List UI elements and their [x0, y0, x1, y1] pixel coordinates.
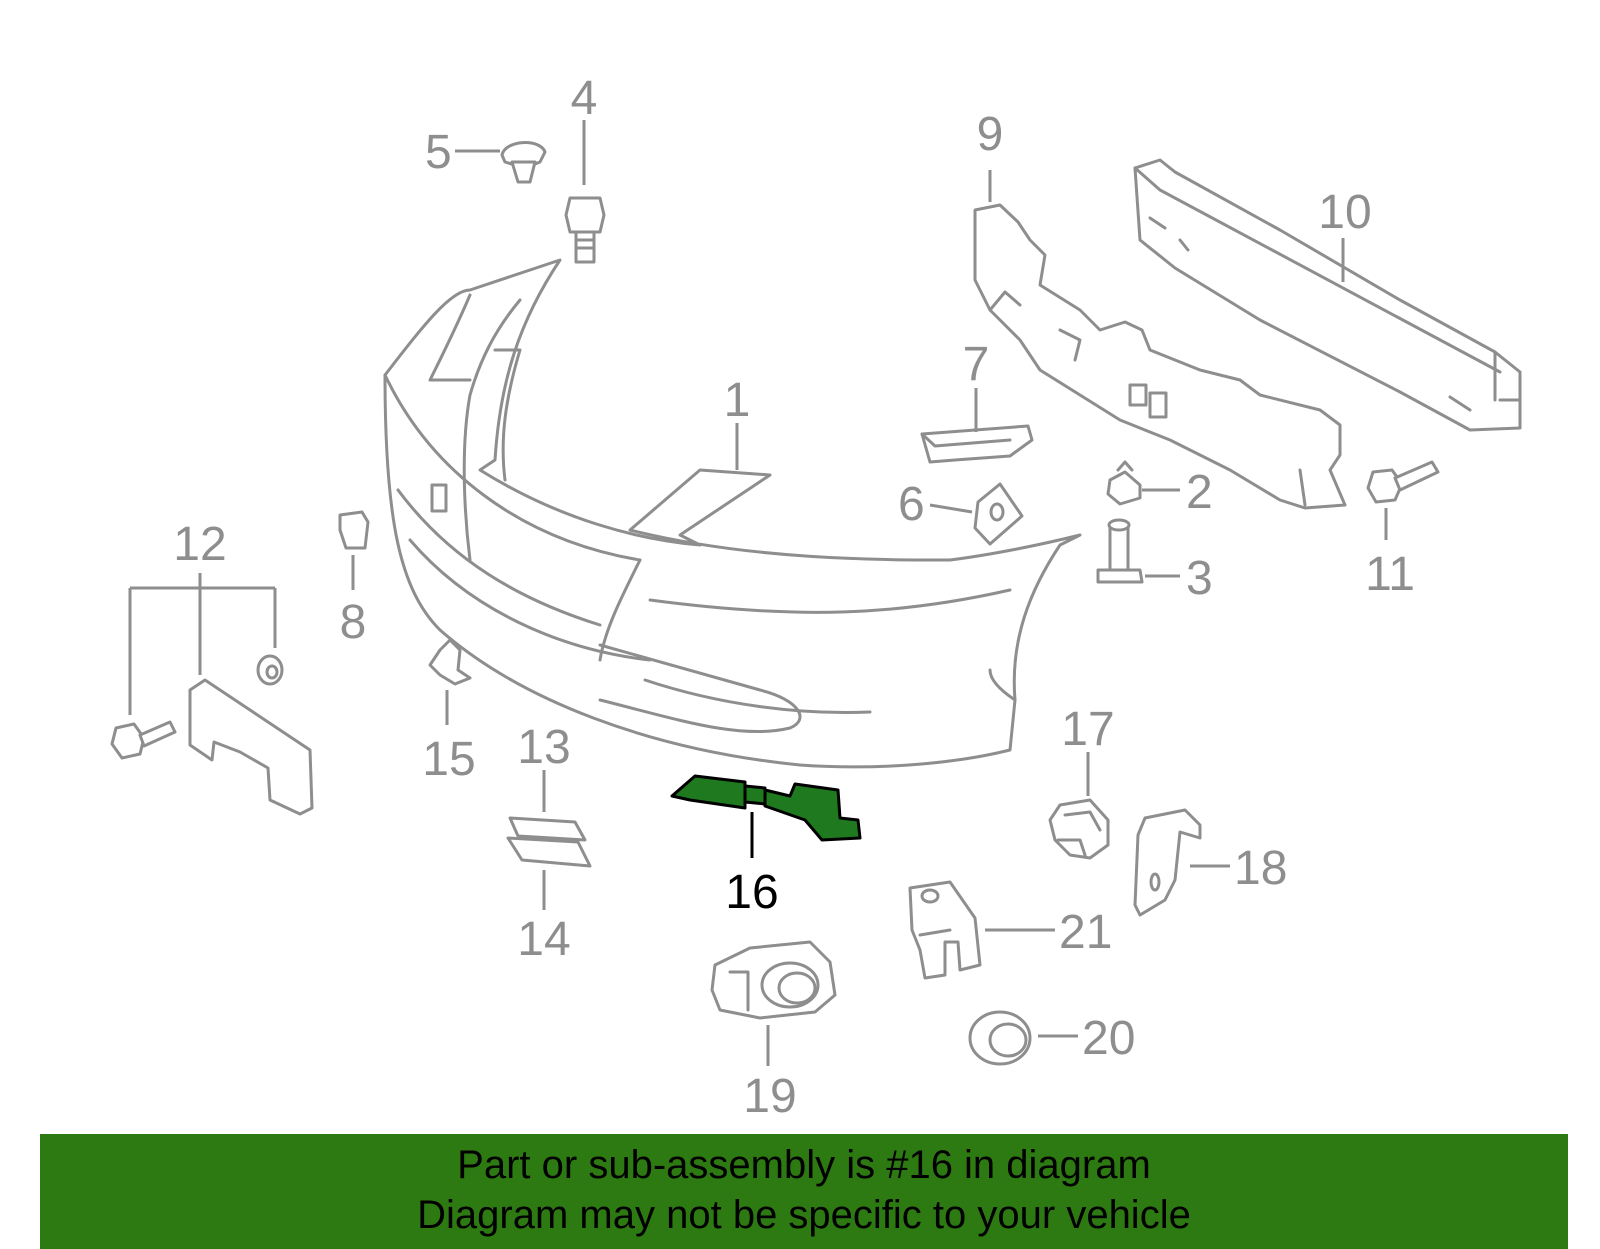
part-18-bracket[interactable] [1133, 808, 1202, 917]
part-20-sensor-retainer[interactable] [968, 1010, 1032, 1066]
callout-21[interactable]: 21 [1059, 906, 1112, 959]
callout-labels: 1 2 3 4 5 6 7 8 9 10 11 12 13 14 15 16 1… [173, 72, 1415, 1123]
callout-11[interactable]: 11 [1365, 548, 1415, 601]
part-10-reinforcement[interactable] [1133, 158, 1522, 432]
part-1-bumper-cover[interactable] [383, 258, 1082, 769]
part-19-parking-sensor[interactable] [710, 940, 837, 1020]
info-banner: Part or sub-assembly is #16 in diagram D… [40, 1134, 1568, 1249]
part-21-sensor-bracket[interactable] [908, 880, 982, 980]
callout-14[interactable]: 14 [517, 913, 570, 966]
part-16-highlighted[interactable] [670, 774, 862, 842]
part-5-clip[interactable] [500, 141, 547, 184]
callout-8[interactable]: 8 [340, 596, 367, 649]
callout-3[interactable]: 3 [1186, 552, 1213, 605]
callout-15[interactable]: 15 [422, 733, 475, 786]
callout-16[interactable]: 16 [725, 866, 778, 919]
part-4-bolt[interactable] [564, 196, 606, 264]
banner-line-2: Diagram may not be specific to your vehi… [417, 1193, 1191, 1237]
callout-9[interactable]: 9 [977, 108, 1004, 161]
part-7-bracket[interactable] [920, 424, 1034, 464]
callout-2[interactable]: 2 [1186, 466, 1213, 519]
part-11-bolt[interactable] [1366, 460, 1440, 504]
banner-line-1: Part or sub-assembly is #16 in diagram [457, 1143, 1151, 1187]
part-17-sensor-bracket[interactable] [1048, 798, 1110, 860]
callout-7[interactable]: 7 [963, 338, 990, 391]
part-6-retainer[interactable] [973, 482, 1024, 546]
callout-17[interactable]: 17 [1061, 703, 1114, 756]
callout-1[interactable]: 1 [724, 374, 751, 427]
part-3-bolt[interactable] [1096, 518, 1144, 584]
callout-4[interactable]: 4 [571, 72, 598, 125]
part-14-trim[interactable] [506, 836, 592, 868]
part-9-energy-absorber[interactable] [973, 203, 1347, 510]
callout-18[interactable]: 18 [1234, 842, 1287, 895]
part-15-clip[interactable] [428, 638, 472, 686]
callout-12[interactable]: 12 [173, 518, 226, 571]
callout-19[interactable]: 19 [743, 1070, 796, 1123]
part-12-license-bracket[interactable] [110, 654, 314, 816]
callout-6[interactable]: 6 [898, 478, 925, 531]
callout-13[interactable]: 13 [517, 721, 570, 774]
callout-20[interactable]: 20 [1082, 1012, 1135, 1065]
callout-10[interactable]: 10 [1318, 186, 1371, 239]
part-13-trim[interactable] [508, 816, 587, 842]
callout-5[interactable]: 5 [425, 126, 452, 179]
leader-lines [128, 120, 1388, 1066]
part-8-clip[interactable] [338, 510, 370, 550]
part-2-clip[interactable] [1106, 460, 1142, 506]
